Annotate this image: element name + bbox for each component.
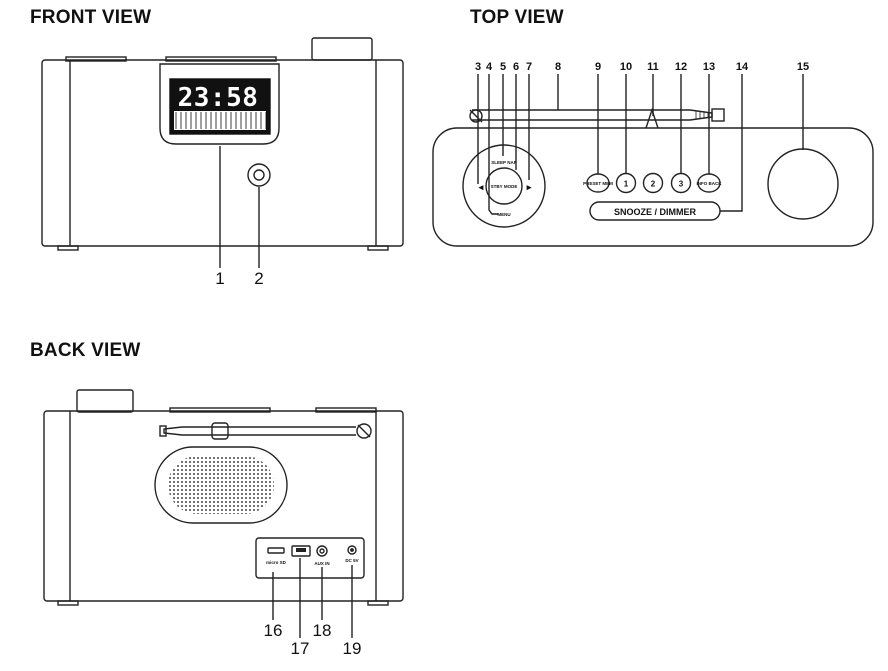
front-control-center: [253, 169, 265, 181]
stby-mode-label: STBY MODE: [491, 184, 518, 189]
back-callout-16: 16: [264, 621, 283, 640]
preset-3-label: 3: [679, 180, 684, 189]
micro-sd-label: micro SD: [266, 560, 287, 565]
back-top-knob: [76, 389, 134, 413]
top-callout-13: 13: [703, 61, 715, 73]
top-callout-15: 15: [797, 61, 809, 73]
front-display-panel: [159, 63, 280, 145]
nav-ring[interactable]: [462, 144, 546, 228]
back-callout-17: 17: [291, 639, 310, 658]
menu-label: MENU: [497, 212, 510, 217]
top-view-title: TOP VIEW: [470, 7, 564, 28]
dc-in-label: DC 5V: [345, 558, 358, 563]
stby-mode-button[interactable]: [485, 167, 523, 205]
top-callout-7: 7: [526, 61, 532, 73]
micro-sd-slot[interactable]: [267, 547, 285, 554]
top-view: [432, 74, 874, 247]
volume-knob[interactable]: [767, 148, 839, 220]
aux-in-jack[interactable]: [316, 545, 328, 557]
front-callout-2: 2: [254, 269, 263, 288]
top-callout-3: 3: [475, 61, 481, 73]
preset-mem-label: PRESET MEM: [583, 181, 613, 186]
top-callout-5: 5: [500, 61, 506, 73]
top-callout-9: 9: [595, 61, 601, 73]
back-body: [43, 410, 404, 602]
dc-in-jack[interactable]: [347, 545, 357, 555]
back-view: [43, 389, 404, 638]
lcd-time: 23:58: [178, 83, 259, 113]
top-callout-10: 10: [620, 61, 632, 73]
back-antenna-tip: [163, 426, 183, 436]
back-view-title: BACK VIEW: [30, 340, 141, 361]
preset-2-button[interactable]: [642, 172, 664, 194]
aux-in-label: AUX IN: [314, 561, 329, 566]
front-view-title: FRONT VIEW: [30, 7, 152, 28]
top-callout-11: 11: [647, 61, 659, 73]
back-callout-18: 18: [313, 621, 332, 640]
antenna-end: [711, 108, 725, 122]
back-callout-19: 19: [343, 639, 362, 658]
top-callout-6: 6: [513, 61, 519, 73]
front-foot-left: [57, 245, 79, 251]
usb-port[interactable]: [291, 545, 311, 557]
preset-1-label: 1: [624, 180, 629, 189]
tune-up-icon: ▸: [526, 182, 532, 192]
front-callout-1: 1: [215, 269, 224, 288]
snooze-dimmer-label: SNOOZE / DIMMER: [614, 207, 697, 217]
top-callout-4: 4: [486, 61, 493, 73]
antenna-pivot: [469, 109, 483, 123]
speaker-holes: [168, 456, 274, 514]
port-panel: [255, 537, 365, 579]
back-foot-right: [367, 600, 389, 606]
back-foot-left: [57, 600, 79, 606]
antenna-clip: [645, 107, 659, 129]
front-top-knob: [311, 37, 373, 61]
tune-down-icon: ◂: [478, 182, 484, 192]
front-body: [41, 59, 404, 247]
top-body: [432, 127, 874, 247]
preset-2-label: 2: [651, 180, 656, 189]
front-foot-right: [367, 245, 389, 251]
speaker-grille: [154, 446, 288, 524]
front-view: [41, 37, 404, 268]
back-antenna-pivot: [356, 423, 372, 439]
front-top-plate-left: [65, 56, 127, 62]
sleep-nap-label: SLEEP NAP: [491, 160, 516, 165]
top-callout-8: 8: [555, 61, 561, 73]
front-control-ring: [247, 163, 271, 187]
info-back-label: INFO BACK: [697, 181, 723, 186]
back-top-plate-left: [169, 407, 271, 413]
back-top-plate-right: [315, 407, 377, 413]
front-top-plate-mid: [165, 56, 277, 62]
top-callout-12: 12: [675, 61, 687, 73]
top-callout-14: 14: [736, 61, 749, 73]
